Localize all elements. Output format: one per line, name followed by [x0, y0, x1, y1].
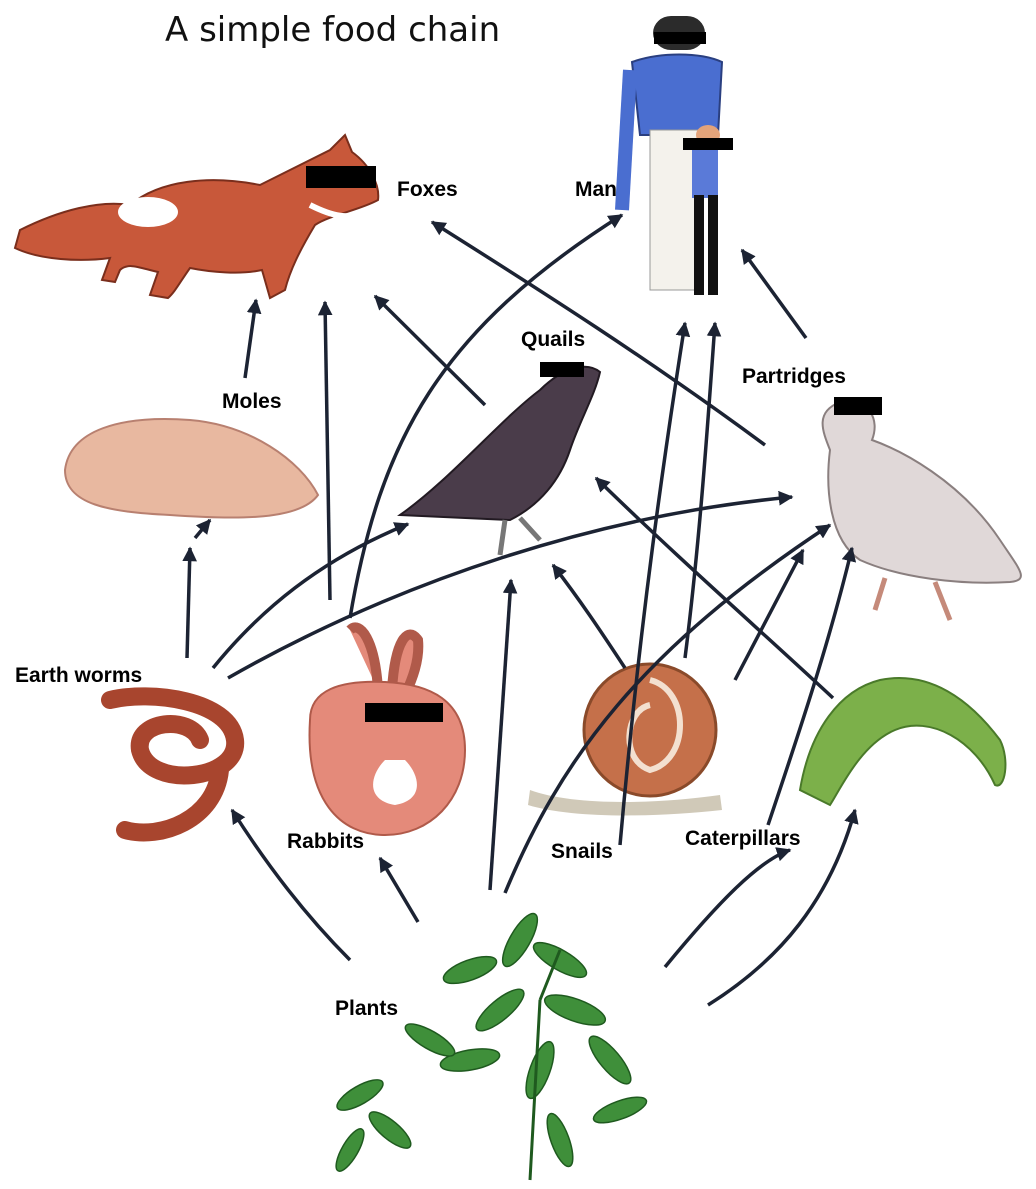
arrow-plants-to-caterpillars-2 — [665, 850, 790, 967]
label-moles: Moles — [222, 390, 282, 414]
arrow-worms-to-quails — [213, 524, 408, 668]
arrow-worms-to-moles — [187, 548, 190, 658]
arrow-rabbits-to-foxes — [325, 302, 330, 600]
earthworm-illustration — [110, 696, 235, 832]
fox-illustration — [15, 135, 378, 298]
label-plants: Plants — [335, 997, 398, 1021]
label-quails: Quails — [521, 328, 585, 352]
mole-illustration — [65, 419, 318, 518]
arrow-plants-to-quails — [490, 580, 511, 890]
diagram-title: A simple food chain — [165, 10, 500, 50]
plant-illustration — [331, 909, 649, 1180]
arrow-plants-to-rabbits — [380, 858, 418, 922]
rabbit-illustration — [310, 628, 465, 836]
label-partridges: Partridges — [742, 365, 846, 389]
man-illustration — [622, 16, 733, 295]
partridge-illustration — [823, 397, 1021, 620]
label-rabbits: Rabbits — [287, 830, 364, 854]
label-snails: Snails — [551, 840, 613, 864]
arrow-partridges-to-man — [685, 323, 715, 658]
arrow-partridge-to-man-2 — [742, 250, 806, 338]
label-man: Man — [575, 178, 617, 202]
label-foxes: Foxes — [397, 178, 458, 202]
arrow-snails-to-quails — [553, 565, 625, 668]
arrow-moles-sub — [195, 520, 210, 538]
label-caterpillars: Caterpillars — [685, 827, 801, 851]
label-earth-worms: Earth worms — [15, 664, 142, 688]
arrow-caterpillars-to-quails — [596, 478, 833, 698]
arrow-moles-to-foxes — [245, 300, 256, 378]
